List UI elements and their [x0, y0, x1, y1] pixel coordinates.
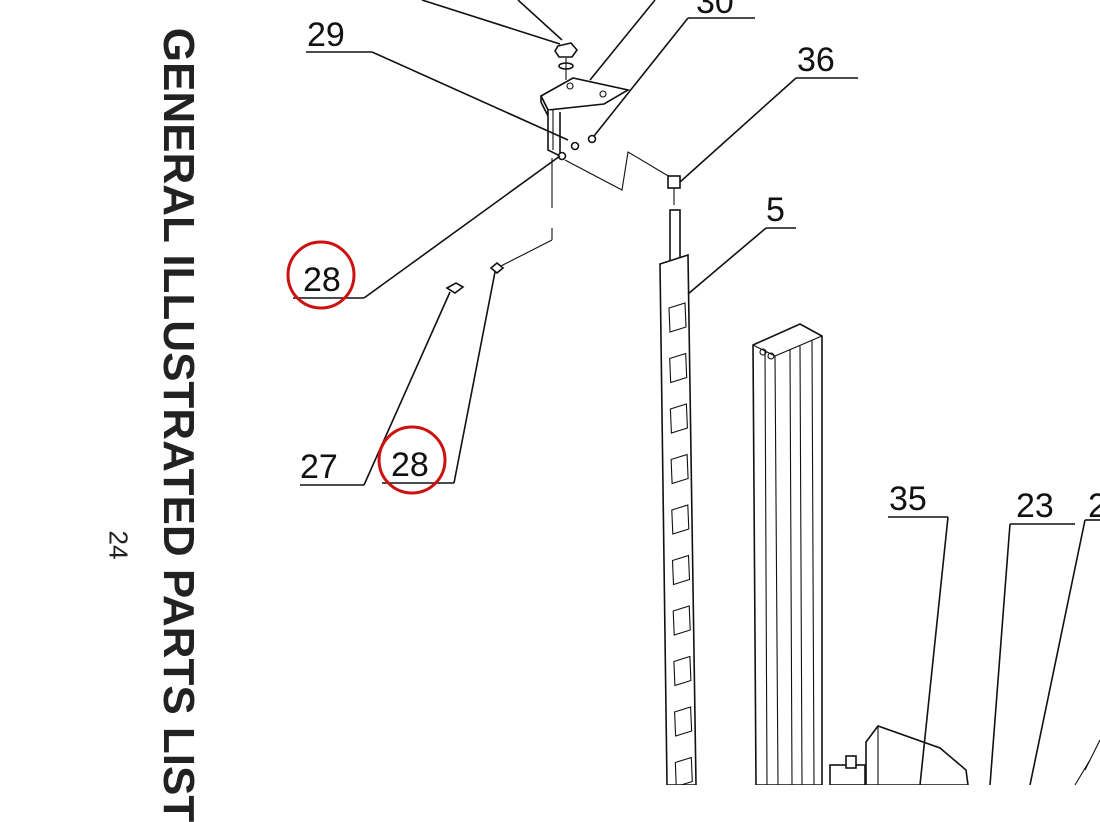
- callout-5: 5: [766, 191, 785, 229]
- strip-slot: [671, 504, 690, 535]
- highlight-circle-28-lower: [377, 425, 447, 495]
- strip-slot: [668, 302, 687, 333]
- callout-labels: 29 30 36 5 28 27 28 35 23 2: [300, 0, 1100, 525]
- strip-slot: [674, 756, 693, 785]
- callout-28-lower: 28: [391, 446, 429, 484]
- strip-slot: [673, 655, 692, 687]
- strip-slot: [669, 352, 688, 384]
- strip-slot: [670, 453, 689, 485]
- break-line: [564, 151, 676, 191]
- top-nut: [554, 42, 579, 58]
- callout-29: 29: [307, 16, 345, 54]
- strip-slot: [669, 403, 688, 434]
- callout-28-upper: 28: [303, 261, 341, 299]
- strip-slot: [672, 605, 691, 636]
- leader-lines: [293, 0, 1100, 785]
- strip-body: [659, 253, 697, 785]
- callout-30: 30: [696, 0, 734, 21]
- upright-post: [752, 323, 823, 785]
- mounting-plate: [539, 77, 631, 111]
- small-hardware: [445, 261, 505, 294]
- bolt-head-36: [667, 175, 681, 189]
- base-assembly: [829, 725, 1100, 785]
- highlight-circle-28-upper: [286, 240, 356, 310]
- callout-36: 36: [797, 41, 835, 79]
- slotted-strip-5: [659, 209, 697, 785]
- strip-slots: [668, 302, 693, 785]
- strip-slot: [671, 554, 691, 586]
- strip-slot: [674, 706, 693, 737]
- callout-23: 23: [1016, 487, 1054, 525]
- screw-27: [445, 282, 465, 294]
- post-body: [752, 323, 823, 785]
- nut-28: [489, 261, 505, 275]
- callout-35: 35: [889, 480, 927, 518]
- callout-2x: 2: [1088, 487, 1100, 525]
- highlight-circles: [286, 240, 447, 495]
- base-housing: [865, 725, 969, 785]
- bracket-assembly: [496, 42, 681, 269]
- callout-27: 27: [300, 448, 338, 486]
- parts-diagram: 29 30 36 5 28 27 28 35 23 2: [286, 0, 1100, 785]
